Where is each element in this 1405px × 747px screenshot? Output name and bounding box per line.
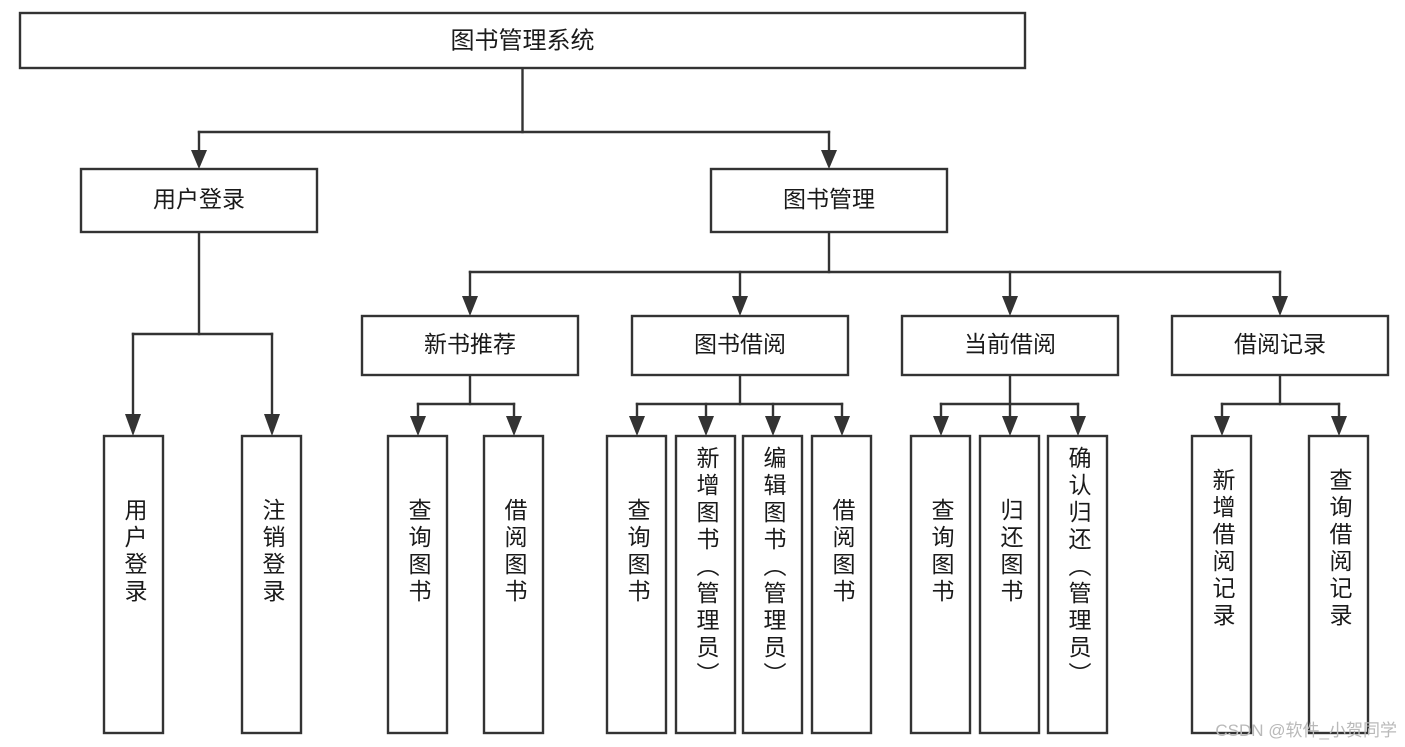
arrow-head-current-borrow-leaf-1 [933,416,949,436]
arrow-head-book-borrow [732,296,748,316]
arrow-head-new-book-leaf-1 [410,416,426,436]
leaf-box-borrow-record-2[interactable] [1307,434,1370,735]
node-new-book-recommend-box[interactable] [360,314,580,377]
arrow-head-current-borrow-leaf-2 [1002,416,1018,436]
connector-layer [125,66,1347,436]
arrow-head-book-manage [821,150,837,169]
node-book-manage[interactable]: 图书管理 [709,167,949,234]
arrow-head-borrow-record [1272,296,1288,316]
node-root-box[interactable] [18,11,1027,70]
node-root[interactable]: 图书管理系统 [18,11,1027,70]
node-book-borrow-box[interactable] [630,314,850,377]
node-current-borrow-box[interactable] [900,314,1120,377]
leaf-box-book-borrow-1[interactable] [605,434,668,735]
node-root-label: 图书管理系统 [451,27,595,54]
node-current-borrow-label: 当前借阅 [964,331,1056,357]
arrow-head-user-login-leaf-2 [264,414,280,436]
leaf-box-current-borrow-1[interactable] [909,434,972,735]
arrow-head-book-borrow-leaf-1 [629,416,645,436]
arrow-head-book-borrow-leaf-3 [765,416,781,436]
arrow-head-new-book [462,296,478,316]
node-borrow-record[interactable]: 借阅记录 [1170,314,1390,377]
arrow-head-current-borrow [1002,296,1018,316]
arrow-head-borrow-record-leaf-2 [1331,416,1347,436]
node-borrow-record-label: 借阅记录 [1234,331,1326,357]
node-book-manage-label: 图书管理 [783,186,875,212]
leaf-box-new-book-1[interactable] [386,434,449,735]
csdn-watermark: CSDN @软件_小贺同学 [1215,721,1397,740]
leaf-box-book-borrow-2[interactable] [674,434,737,735]
leaf-box-book-borrow-4[interactable] [810,434,873,735]
arrow-head-current-borrow-leaf-3 [1070,416,1086,436]
node-current-borrow[interactable]: 当前借阅 [900,314,1120,377]
node-book-borrow[interactable]: 图书借阅 [630,314,850,377]
node-user-login[interactable]: 用户登录 [79,167,319,234]
node-layer: 图书管理系统 用户登录 图书管理 新书推荐 图书借阅 当前 [18,11,1390,735]
arrow-head-user-login-leaf-1 [125,414,141,436]
leaf-box-current-borrow-2[interactable] [978,434,1041,735]
leaf-box-new-book-2[interactable] [482,434,545,735]
leaf-box-borrow-record-1[interactable] [1190,434,1253,735]
leaf-box-current-borrow-3[interactable] [1046,434,1109,735]
arrow-head-book-borrow-leaf-4 [834,416,850,436]
node-book-borrow-label: 图书借阅 [694,331,786,357]
node-book-manage-box[interactable] [709,167,949,234]
arrow-head-book-borrow-leaf-2 [698,416,714,436]
leaf-box-user-login-2[interactable] [240,434,303,735]
arrow-head-new-book-leaf-2 [506,416,522,436]
leaf-box-book-borrow-3[interactable] [741,434,804,735]
node-new-book-recommend[interactable]: 新书推荐 [360,314,580,377]
node-user-login-box[interactable] [79,167,319,234]
leaf-box-user-login-1[interactable] [102,434,165,735]
arrow-head-borrow-record-leaf-1 [1214,416,1230,436]
node-user-login-label: 用户登录 [153,186,245,212]
arrow-head-user-login [191,150,207,169]
node-borrow-record-box[interactable] [1170,314,1390,377]
node-new-book-recommend-label: 新书推荐 [424,331,516,357]
